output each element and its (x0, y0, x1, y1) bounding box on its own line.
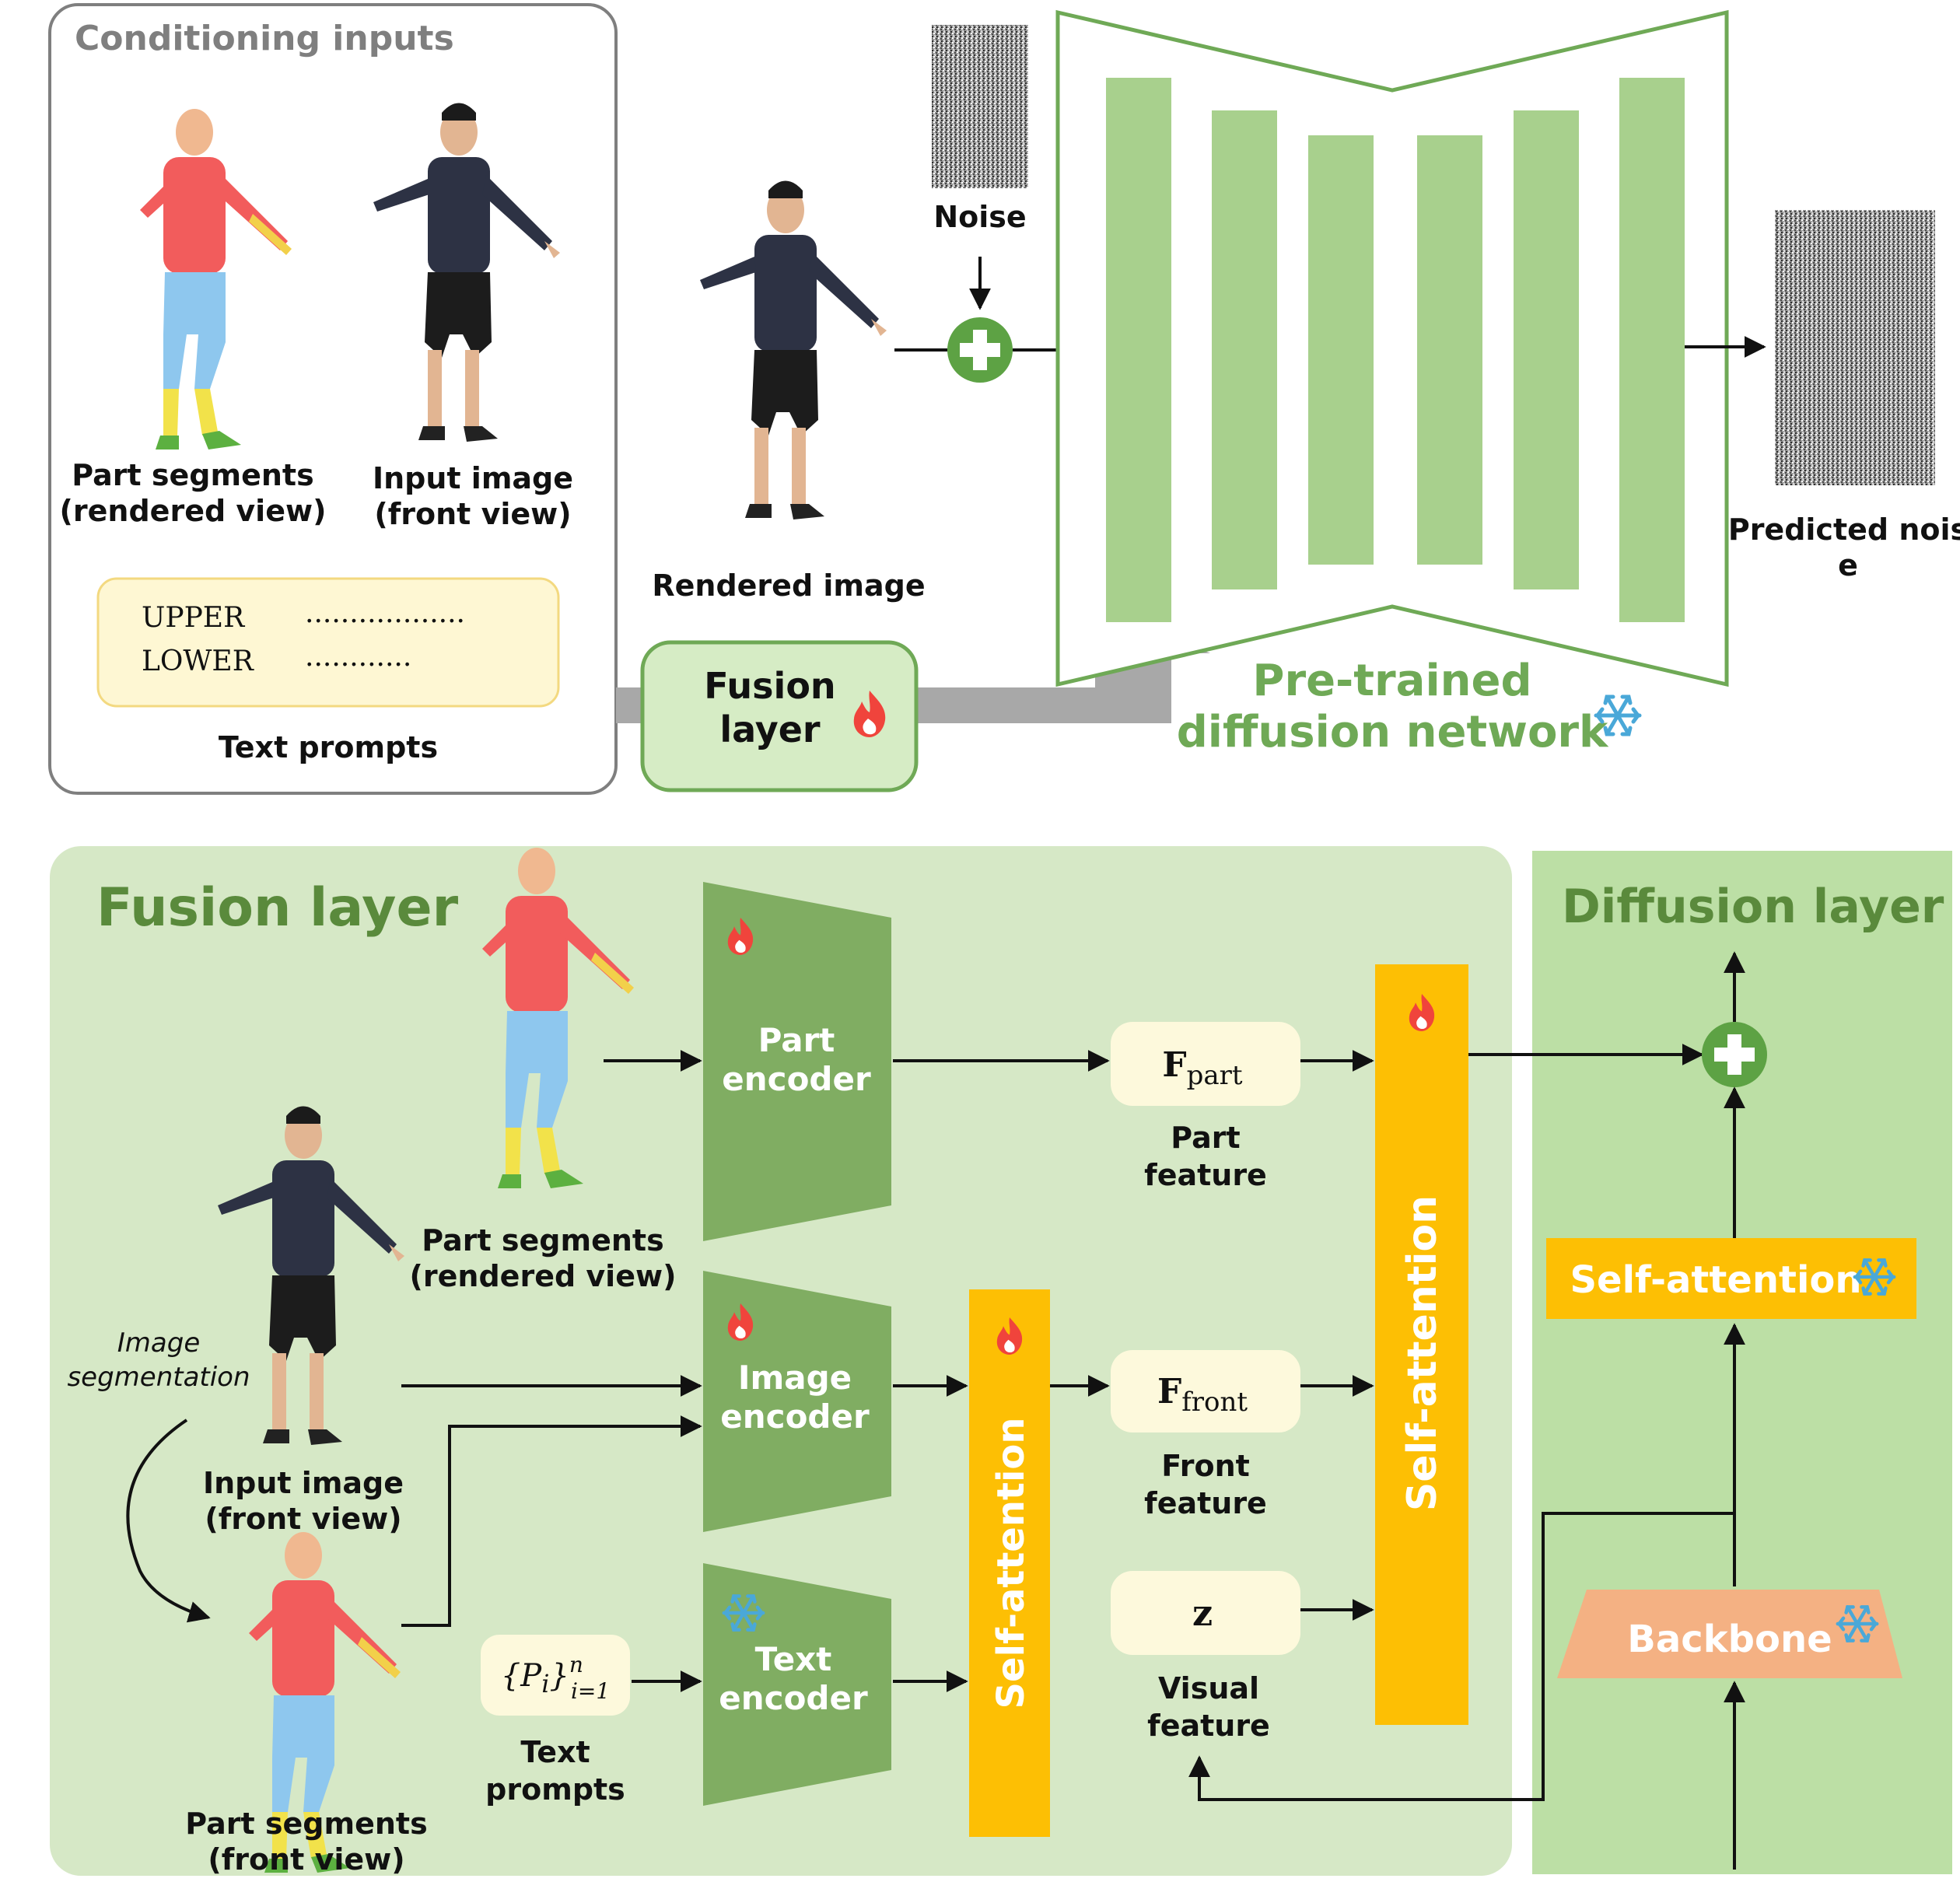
f-part-symbol: Fpart (1162, 1045, 1243, 1091)
bottom-part-seg-label-2: (rendered view) (410, 1259, 677, 1293)
diffusion-layer-panel (1532, 851, 1952, 1874)
text-encoder-label-2: encoder (719, 1679, 868, 1717)
self-attention-small (969, 1289, 1050, 1837)
conditioning-title: Conditioning inputs (75, 19, 454, 58)
part-encoder (703, 882, 891, 1241)
input-image-label-2: (front view) (374, 497, 571, 531)
prompt-upper-dots: .................. (305, 597, 465, 629)
part-segments-label-2: (rendered view) (60, 494, 327, 528)
prompt-upper: UPPER (142, 602, 245, 634)
fusion-layer-label-2: layer (719, 708, 821, 750)
image-encoder-label-2: encoder (720, 1398, 870, 1436)
part-feature-label-2: feature (1144, 1158, 1267, 1192)
text-prompts-label-2: prompts (485, 1772, 625, 1807)
part-feature-label-1: Part (1171, 1121, 1240, 1155)
part-encoder-label-2: encoder (722, 1060, 871, 1098)
diffusion-plus-v-bar (1727, 1034, 1741, 1075)
prompt-set-box (481, 1635, 630, 1716)
fusion-layer-box[interactable] (640, 640, 919, 792)
predicted-noise-label-2: e (1838, 548, 1858, 582)
backbone-label: Backbone (1627, 1618, 1832, 1661)
visual-feature-label-1: Visual (1158, 1671, 1259, 1705)
front-feature-label-2: feature (1144, 1486, 1267, 1520)
bottom-front-seg-label-1: Part segments (185, 1807, 427, 1841)
front-seg-to-image-encoder-arrow (401, 1415, 702, 1627)
unet-block-2 (1212, 110, 1277, 589)
noise-image (932, 25, 1028, 188)
predicted-noise-image (1775, 210, 1935, 485)
part-encoder-label-1: Part (758, 1021, 835, 1059)
rendered-image-photo (700, 180, 887, 519)
bottom-input-label-2: (front view) (205, 1502, 401, 1536)
network-label-1: Pre-trained (1252, 656, 1531, 706)
rendered-image-label: Rendered image (652, 568, 925, 603)
bottom-input-label-1: Input image (203, 1466, 404, 1500)
z-symbol: z (1192, 1592, 1213, 1634)
visual-feature-label-2: feature (1147, 1709, 1270, 1743)
unet-block-6 (1619, 78, 1685, 622)
image-segmentation-label-1: Image (117, 1328, 200, 1359)
unet-block-5 (1514, 110, 1579, 589)
front-feature-label-1: Front (1161, 1449, 1250, 1483)
unet-block-1 (1106, 78, 1171, 622)
input-image-label-1: Input image (373, 461, 573, 495)
segmentation-curve-arrow (126, 1418, 211, 1623)
network-label-2: diffusion network (1177, 707, 1609, 757)
part-segments-label-1: Part segments (72, 458, 313, 492)
fusion-layer-label-1: Fusion (704, 665, 835, 707)
text-prompts-label-1: Text (520, 1735, 590, 1769)
self-attention-small-label: Self-attention (989, 1417, 1033, 1709)
f-part-box (1111, 1022, 1300, 1106)
backbone-block (1557, 1590, 1902, 1678)
bottom-front-seg-label-2: (front view) (208, 1842, 404, 1877)
f-front-box (1111, 1350, 1300, 1432)
fusion-layer-title: Fusion layer (96, 877, 459, 939)
diffusion-layer-title: Diffusion layer (1562, 880, 1944, 934)
bottom-part-seg-label-1: Part segments (422, 1223, 663, 1258)
predicted-noise-label-1: Predicted nois (1728, 512, 1960, 547)
unet-block-3 (1308, 135, 1374, 565)
self-attention-large (1375, 964, 1468, 1725)
backbone-to-visual-feature-arrow (1188, 1512, 1734, 1801)
image-segmentation-label-2: segmentation (67, 1362, 250, 1393)
text-prompts-box (96, 577, 560, 708)
self-attention-large-label: Self-attention (1399, 1195, 1446, 1511)
unet-block-4 (1417, 135, 1482, 565)
z-box (1111, 1571, 1300, 1655)
image-encoder (703, 1271, 891, 1532)
text-encoder-label-1: Text (755, 1640, 832, 1678)
f-front-symbol: Ffront (1157, 1372, 1248, 1418)
prompt-lower: LOWER (142, 645, 254, 677)
diffusion-self-attention-label: Self-attention (1570, 1258, 1861, 1302)
text-prompts-label: Text prompts (219, 730, 438, 764)
noise-label: Noise (933, 200, 1026, 234)
plus-v-bar (973, 330, 987, 370)
prompt-lower-dots: ............ (305, 641, 411, 673)
image-encoder-label-1: Image (738, 1359, 852, 1397)
